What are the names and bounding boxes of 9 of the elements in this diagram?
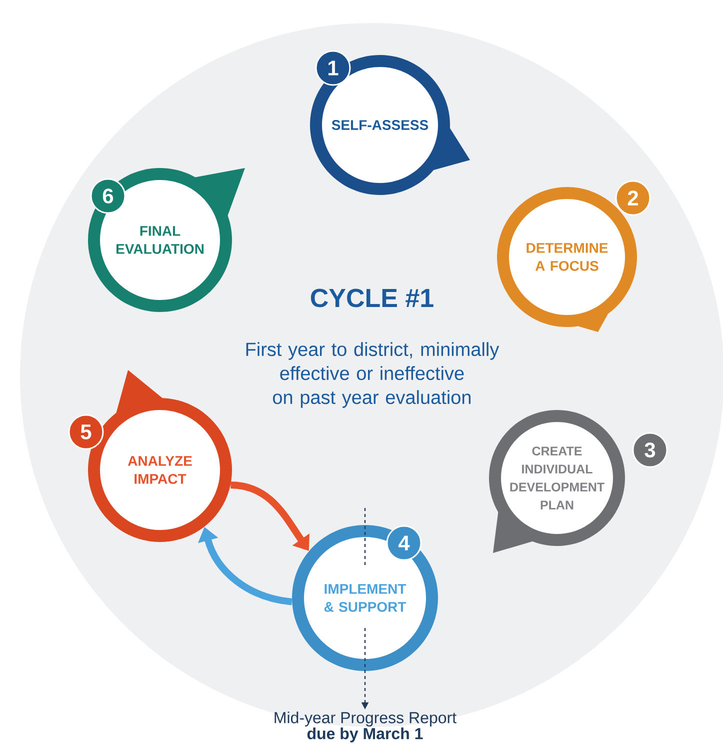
subtitle-text: First year to district, minimally effective or ineffective on past year evaluation [246,342,500,408]
number-badge: 4 [386,525,422,561]
number-badge: 6 [90,178,126,214]
number-badge: 1 [315,50,351,86]
report-text: Mid-year Progress Report due by March 1 [274,712,456,742]
number-badge: 5 [68,414,104,450]
number-badge: 2 [615,180,651,216]
diagram-title: CYCLE #1 [310,288,434,308]
number-badge: 3 [632,432,668,468]
